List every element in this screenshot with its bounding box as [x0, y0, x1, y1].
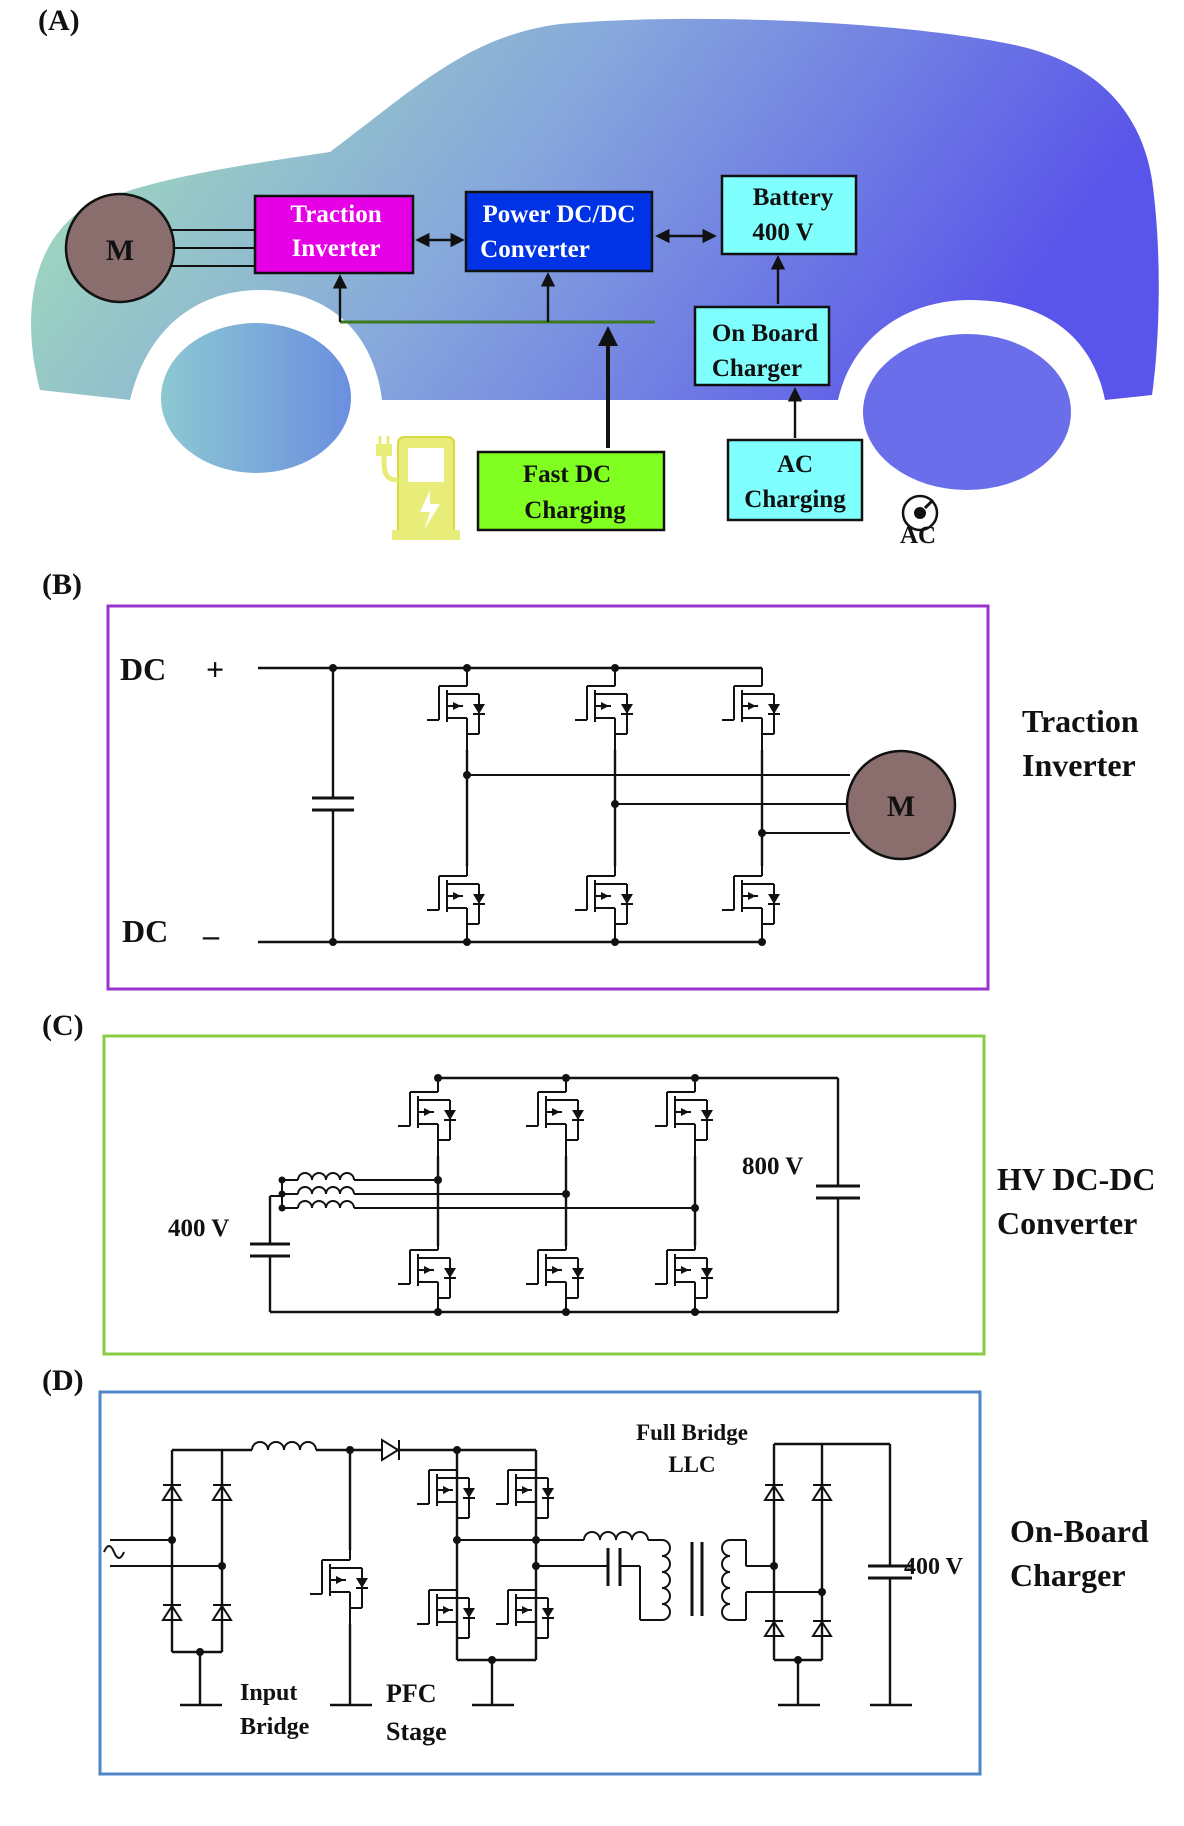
pfc-label-2: Stage	[386, 1717, 447, 1746]
ac-charging-line1: AC	[777, 451, 813, 478]
panel-c-label: (C)	[42, 1009, 84, 1042]
on-board-charger-box	[693, 305, 831, 387]
panel-c: (C)	[42, 1009, 1156, 1356]
pfc-label-1: PFC	[386, 1679, 437, 1708]
resonant-inductor	[583, 1531, 649, 1541]
front-wheel	[863, 334, 1071, 490]
power-dcdc-box	[464, 190, 654, 273]
plus-sign: +	[206, 651, 224, 687]
llc-label-2: LLC	[668, 1452, 715, 1477]
obc-vout-label: 400 V	[904, 1554, 964, 1580]
dc-minus-label: DC	[122, 913, 168, 949]
inverter-leg-3	[721, 668, 781, 946]
dcdc-leg-2	[525, 1074, 585, 1316]
battery-line1: Battery	[753, 184, 834, 211]
rear-wheel	[161, 323, 351, 473]
dcdc-vout-label: 800 V	[742, 1153, 803, 1180]
panel-d-title-2: Charger	[1010, 1557, 1126, 1593]
ac-plug-icon	[901, 494, 939, 532]
panel-d-label: (D)	[42, 1364, 84, 1397]
battery-box	[720, 174, 858, 256]
ac-charging-line2: Charging	[744, 486, 846, 513]
ac-charging-box	[726, 438, 864, 522]
obc-line1: On Board	[712, 320, 818, 347]
input-bridge-label-1: Input	[240, 1680, 297, 1706]
dc-plus-label: DC	[120, 651, 166, 687]
panel-c-frame	[102, 1034, 986, 1356]
panel-d-frame	[98, 1390, 982, 1776]
ac-plug-label: AC	[900, 522, 936, 549]
panel-b-label: (B)	[42, 568, 82, 601]
ac-source-icon	[103, 1545, 125, 1559]
dcdc-vin-label: 400 V	[168, 1215, 229, 1242]
panel-c-title-2: Converter	[997, 1205, 1137, 1241]
dcdc-leg-3	[654, 1074, 714, 1316]
power-dcdc-line1: Power DC/DC	[483, 201, 636, 228]
input-bridge-label-2: Bridge	[240, 1714, 310, 1740]
panel-a: (A) M Traction Inverter Power DC/DC Conv…	[31, 4, 1159, 549]
traction-inverter-line1: Traction	[290, 201, 381, 228]
traction-inverter-box	[253, 194, 415, 275]
panel-b-title-1: Traction	[1022, 703, 1139, 739]
panel-c-title-1: HV DC-DC	[997, 1161, 1156, 1197]
minus-sign: –	[202, 917, 220, 953]
pfc-inductor	[251, 1441, 317, 1451]
obc-line2: Charger	[712, 355, 802, 382]
fast-dc-line1: Fast DC	[523, 461, 611, 488]
transformer	[661, 1539, 731, 1621]
panel-b: (B) DC + DC –	[42, 568, 1139, 991]
fast-dc-charging-box	[476, 450, 666, 532]
panel-a-label: (A)	[38, 4, 80, 37]
interleaved-inductors	[297, 1172, 355, 1209]
inverter-leg-1	[426, 664, 486, 946]
inverter-motor	[845, 749, 957, 861]
output-bridge	[764, 1442, 832, 1707]
panel-b-frame	[106, 604, 990, 991]
motor-label: M	[106, 234, 134, 267]
llc-label-1: Full Bridge	[636, 1420, 748, 1445]
panel-d: (D)	[42, 1364, 1149, 1776]
battery-line2: 400 V	[752, 219, 813, 246]
charging-station-icon	[376, 436, 460, 540]
inverter-motor-label: M	[887, 790, 915, 823]
fast-dc-line2: Charging	[524, 497, 626, 524]
power-dcdc-line2: Converter	[480, 236, 590, 263]
traction-inverter-line2: Inverter	[292, 235, 381, 262]
inverter-leg-2	[574, 664, 634, 946]
input-bridge	[162, 1448, 232, 1707]
panel-b-title-2: Inverter	[1022, 747, 1136, 783]
boost-diode	[381, 1438, 400, 1462]
panel-d-title-1: On-Board	[1010, 1513, 1149, 1549]
